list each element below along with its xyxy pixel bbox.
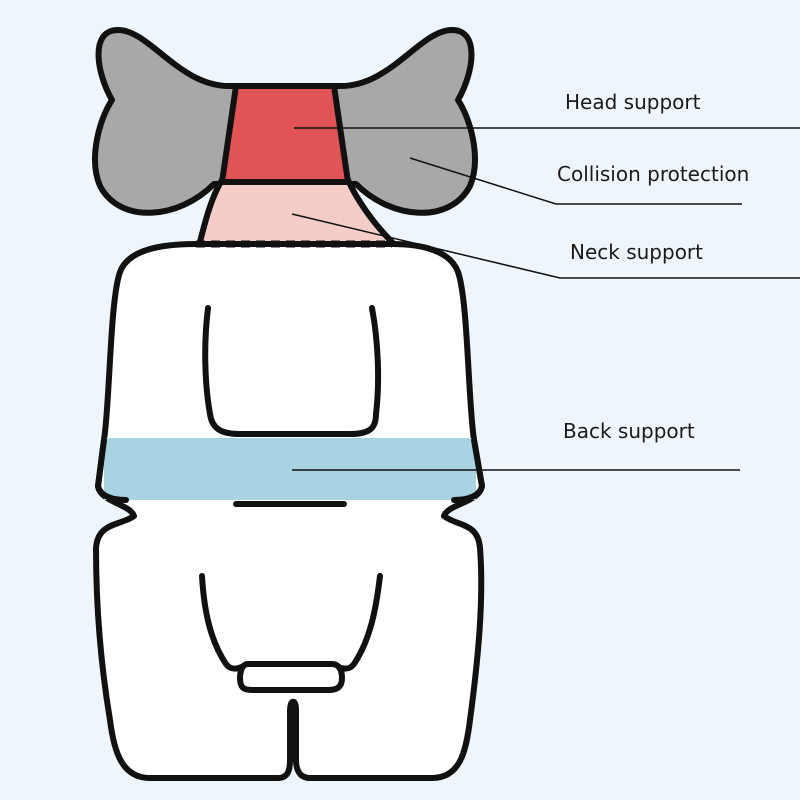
upper-strap-slot <box>202 305 382 437</box>
collision-protection-leader <box>409 157 742 205</box>
neck-support-label: Neck support <box>570 240 703 264</box>
back-support-label: Back support <box>563 419 695 443</box>
collision-protection-label: Collision protection <box>557 162 750 186</box>
neck-support-leader <box>291 213 800 279</box>
back-band-right-edge <box>451 437 486 503</box>
back-band-left-edge <box>94 437 129 503</box>
head-support-panel <box>219 83 351 185</box>
back-support-band <box>104 438 476 500</box>
neck-support-panel <box>196 178 392 244</box>
head-support-label: Head support <box>565 90 701 114</box>
crotch-buckle-tab <box>237 661 345 693</box>
body-cushion <box>93 241 485 781</box>
